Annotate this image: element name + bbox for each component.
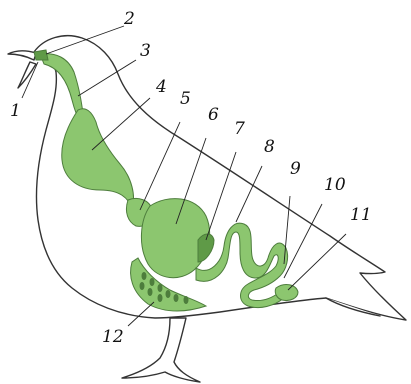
label-4: 4	[155, 77, 167, 97]
label-5: 5	[180, 89, 191, 109]
lower-beak-outline	[18, 62, 36, 88]
label-8: 8	[264, 137, 275, 157]
label-7: 7	[234, 119, 245, 139]
label-6: 6	[208, 105, 219, 125]
pharynx	[34, 50, 48, 60]
cloaca	[275, 285, 298, 301]
label-3: 3	[140, 41, 151, 61]
label-12: 12	[102, 327, 124, 347]
label-2: 2	[123, 9, 135, 29]
label-1: 1	[10, 101, 21, 121]
label-10: 10	[324, 175, 346, 195]
label-9: 9	[290, 159, 301, 179]
beak-outline	[8, 51, 36, 60]
leg-outline	[122, 318, 200, 382]
label-11: 11	[350, 205, 372, 225]
